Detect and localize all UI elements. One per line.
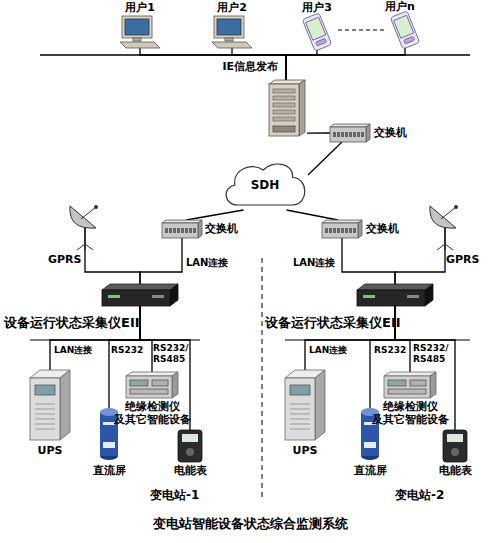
link-label: LAN连接 [186,257,236,269]
switch-symbol [162,220,202,238]
user-pda: 用户3 [300,14,334,50]
node-label: GPRS [446,253,496,266]
node-label: UPS [25,444,75,457]
connector-line [140,306,152,372]
energy-meter: 电能表 [178,430,202,462]
station-divider [262,258,263,500]
node-label: 用户n [375,0,425,13]
network-switch: 交换机 [162,220,202,238]
meter-symbol [178,430,202,462]
connector-line [307,132,330,133]
node-label: GPRS [48,253,98,266]
link-label: RS232/ RS485 [413,343,449,365]
link-label: LAN连接 [293,257,341,269]
energy-meter: 电能表 [443,430,467,462]
gprs-antenna: GPRS [64,204,106,250]
rack-symbol [384,372,436,398]
server-symbol [265,80,307,136]
link-label: LAN连接 [309,345,359,356]
node-label: 用户2 [207,1,257,14]
smart-device: 绝缘检测仪 及其它智能设备 [384,372,436,398]
node-label: 设备运行状态采集仪EII [265,315,485,331]
network-switch: 交换机 [322,220,362,238]
connector-line [186,210,244,220]
node-label: SDH [222,178,308,192]
link-label: LAN连接 [54,345,104,356]
pda-symbol [388,12,422,48]
ups-cabinet: UPS [30,370,70,440]
node-label: 电能表 [165,464,215,477]
connector-line [395,250,445,284]
link-label: RS232/ RS485 [153,343,189,365]
pc-symbol [120,16,160,48]
node-label: 电能表 [430,464,480,477]
smart-device: 绝缘检测仪 及其它智能设备 [126,372,178,398]
pc-symbol [212,16,252,48]
station-label: 变电站-1 [150,488,230,502]
connector-line [308,142,342,175]
node-label: 绝缘检测仪 及其它智能设备 [355,400,465,426]
connector-line [342,238,395,284]
node-label: 交换机 [374,126,424,139]
sdh-cloud: SDH [222,160,308,210]
pda-symbol [300,14,334,50]
node-label: 交换机 [205,222,255,235]
user-computer: 用户2 [212,16,252,48]
meter-symbol [443,430,467,462]
switch-symbol [322,220,362,238]
data-collector: 设备运行状态采集仪EII [102,284,178,306]
user-computer: 用户1 [120,16,160,48]
collector-symbol [102,284,178,306]
node-label: UPS [280,444,330,457]
node-label: 交换机 [366,222,416,235]
web-server: IE信息发布 [265,80,307,136]
gprs-antenna: GPRS [424,204,466,250]
node-label: 绝缘检测仪 及其它智能设备 [97,400,207,426]
node-label: 设备运行状态采集仪EII [4,315,224,331]
collector-symbol [357,284,433,306]
connector-line [140,238,182,284]
connector-line [85,250,140,284]
node-label: 用户3 [292,1,342,14]
node-label: IE信息发布 [196,60,278,73]
ups-cabinet: UPS [285,370,325,440]
user-pda: 用户n [388,12,422,48]
connector-line [286,48,405,80]
link-label: RS232 [374,345,414,356]
switch-symbol [330,124,370,142]
network-switch: 交换机 [330,124,370,142]
station-label: 变电站-2 [395,488,475,502]
connector-line [287,210,339,220]
data-collector: 设备运行状态采集仪EII [357,284,433,306]
antenna-symbol [64,204,106,250]
node-label: 用户1 [115,1,165,14]
figure-caption: 变电站智能设备状态综合监测系统 [0,516,500,532]
ups-symbol [285,370,325,440]
node-label: 直流屏 [84,464,134,477]
connector-line [140,48,286,80]
antenna-symbol [424,204,466,250]
wiring-decoration [30,30,470,500]
rack-symbol [126,372,178,398]
ups-symbol [30,370,70,440]
link-label: RS232 [111,345,151,356]
node-label: 直流屏 [345,464,395,477]
more-users-dash [338,29,384,30]
